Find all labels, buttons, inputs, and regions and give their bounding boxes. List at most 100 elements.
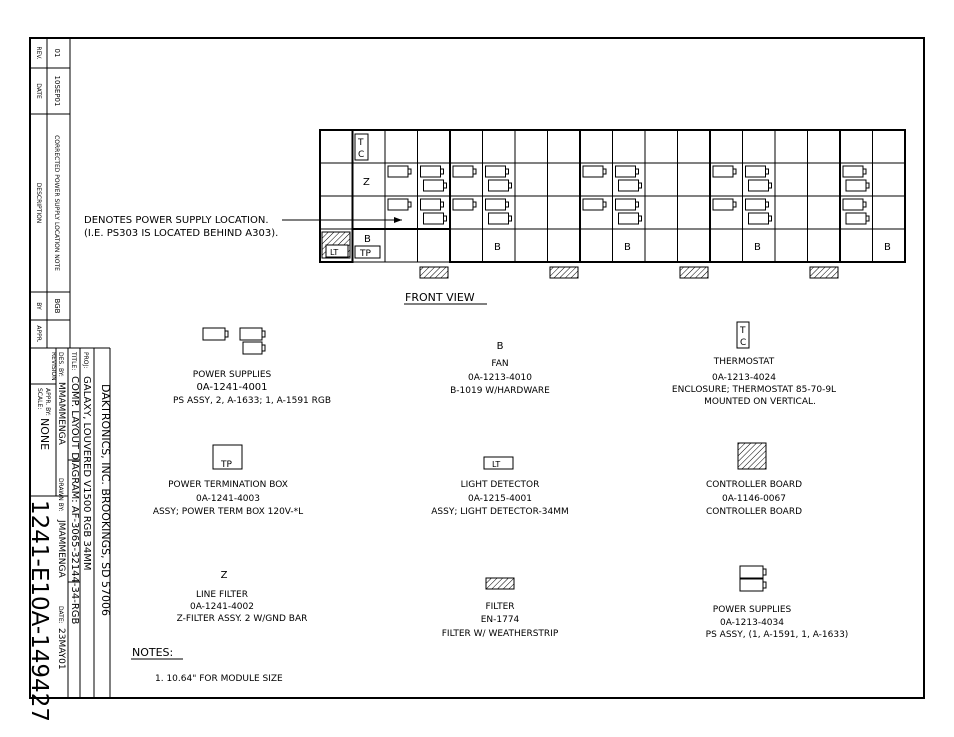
notes-header: NOTES: xyxy=(132,646,173,659)
ld-part: 0A-1215-4001 xyxy=(468,494,532,504)
ps-marker xyxy=(745,198,766,211)
ps-marker-tab xyxy=(865,215,870,222)
light-detector-small xyxy=(325,244,349,258)
cb-title: CONTROLLER BOARD xyxy=(706,480,802,490)
lf-title: LINE FILTER xyxy=(196,590,248,600)
ps-marker-tab xyxy=(505,201,509,208)
legend-fan: B FAN 0A-1213-4010 B-1019 W/HARDWARE xyxy=(450,341,550,396)
filter-3 xyxy=(679,266,709,279)
notes: NOTES: 1. 10.64" FOR MODULE SIZE xyxy=(131,646,283,684)
des-value: MMAMMENGA xyxy=(56,382,66,446)
ps-marker-tab xyxy=(602,168,607,175)
ps-marker-tab xyxy=(732,201,737,208)
lt-hatch-box: LT xyxy=(321,231,351,259)
rev-header: REV. xyxy=(35,46,42,59)
revision-block: REV. 01 DATE 10SEP01 DESCRIPTION CORRECT… xyxy=(30,38,110,349)
legend-power-supplies-1: POWER SUPPLIES 0A-1241-4001 PS ASSY, 2, … xyxy=(173,327,331,406)
ps-marker-tab xyxy=(638,215,642,222)
ptb-desc: ASSY; POWER TERM BOX 120V-*L xyxy=(153,507,303,517)
ps-marker xyxy=(488,179,509,192)
ps-marker xyxy=(452,165,474,178)
rev-value: 01 xyxy=(53,49,61,58)
date-label: DATE: xyxy=(57,606,64,624)
ps2-title: POWER SUPPLIES xyxy=(713,605,792,615)
ps-marker xyxy=(582,198,604,211)
tp-small-text: TP xyxy=(359,249,371,259)
ps-marker-tab xyxy=(440,168,444,175)
ps-marker-tab xyxy=(862,201,867,208)
ps-marker xyxy=(842,198,864,211)
date-value: 10SEP01 xyxy=(53,76,61,107)
thermostat-icon xyxy=(736,321,750,349)
ps-marker xyxy=(618,179,639,192)
ps-marker xyxy=(485,198,506,211)
fan-part: 0A-1213-4010 xyxy=(468,373,532,383)
ptb-title: POWER TERMINATION BOX xyxy=(168,480,288,490)
ps-marker xyxy=(387,165,409,178)
ps-marker-tab xyxy=(508,182,512,189)
callout-line2: (I.E. PS303 IS LOCATED BEHIND A303). xyxy=(84,228,278,239)
grid-module-outline xyxy=(839,129,906,263)
thermostat-icon-c: C xyxy=(740,338,746,348)
cb-part: 0A-1146-0067 xyxy=(722,494,786,504)
legend-thermostat: T C THERMOSTAT 0A-1213-4024 ENCLOSURE; T… xyxy=(672,321,836,407)
thermo-part: 0A-1213-4024 xyxy=(712,373,776,383)
tp-box-text: TP xyxy=(220,460,232,470)
title-value: COMP. LAYOUT DIAGRAM: AF-3065-32144-34-R… xyxy=(69,376,80,625)
date-header: DATE xyxy=(35,83,42,99)
ps-marker-tab xyxy=(440,201,444,208)
ps-marker-tab xyxy=(443,215,447,222)
thermo-desc: ENCLOSURE; THERMOSTAT 85-70-9L xyxy=(672,385,836,395)
legend-filter: FILTER EN-1774 FILTER W/ WEATHERSTRIP xyxy=(442,577,559,639)
thermo-title: THERMOSTAT xyxy=(713,357,775,367)
revision-label: REVISION xyxy=(50,352,57,381)
thermo-extra: MOUNTED ON VERTICAL. xyxy=(704,397,816,407)
scale-label: SCALE: xyxy=(36,388,43,409)
legend-line-filter: Z LINE FILTER 0A-1241-4002 Z-FILTER ASSY… xyxy=(177,570,308,624)
ps-marker xyxy=(452,198,474,211)
fan-b-2: B xyxy=(624,242,631,253)
tp-box-icon xyxy=(212,444,243,470)
ps-marker-tab xyxy=(472,168,477,175)
scale-value: NONE xyxy=(38,418,51,450)
controller-board-icon xyxy=(737,442,767,470)
grid-module-outline xyxy=(319,129,354,263)
by-header: BY xyxy=(35,302,42,310)
fan-b-3: B xyxy=(754,242,761,253)
legend: POWER SUPPLIES 0A-1241-4001 PS ASSY, 2, … xyxy=(153,321,848,640)
drawing-number: 1241-E10A-149427 xyxy=(26,500,52,722)
filter-desc: FILTER W/ WEATHERSTRIP xyxy=(442,629,559,639)
legend-light-detector: LT LIGHT DETECTOR 0A-1215-4001 ASSY; LIG… xyxy=(431,456,569,517)
fan-title: FAN xyxy=(491,359,508,369)
proj-label: PROJ: xyxy=(82,352,89,368)
ps-marker-tab xyxy=(472,201,477,208)
fan-b-4: B xyxy=(884,242,891,253)
ps-marker-tab xyxy=(638,182,642,189)
thermostat-icon-t: T xyxy=(739,326,746,336)
ps2-symbol-icon xyxy=(739,565,767,592)
ps-marker xyxy=(615,165,636,178)
appr-label: APPR. BY: xyxy=(44,388,51,416)
ps-marker-tab xyxy=(602,201,607,208)
company-name: DAKTRONICS, INC. BROOKINGS, SD 57006 xyxy=(99,384,112,616)
ps-marker xyxy=(423,179,444,192)
ps-marker xyxy=(488,212,509,225)
ps-marker-tab xyxy=(768,182,772,189)
ps-marker xyxy=(712,198,734,211)
legend-power-supplies-2: POWER SUPPLIES 0A-1213-4034 PS ASSY, (1,… xyxy=(706,565,848,640)
ps-marker xyxy=(748,212,769,225)
lt-icon xyxy=(483,456,514,470)
ps-marker xyxy=(712,165,734,178)
ps-marker-tab xyxy=(862,168,867,175)
ld-title: LIGHT DETECTOR xyxy=(461,480,540,490)
date-value-title: 23MAY01 xyxy=(56,628,66,670)
filter-1 xyxy=(419,266,449,279)
title-block: DAKTRONICS, INC. BROOKINGS, SD 57006 PRO… xyxy=(26,348,112,722)
front-view-label: FRONT VIEW xyxy=(405,291,475,304)
legend-controller-board: CONTROLLER BOARD 0A-1146-0067 CONTROLLER… xyxy=(706,442,802,517)
ptb-part: 0A-1241-4003 xyxy=(196,494,260,504)
fan-desc: B-1019 W/HARDWARE xyxy=(450,386,550,396)
filter-2 xyxy=(549,266,579,279)
ps-symbol-icon xyxy=(202,327,266,355)
title-label: TITLE: xyxy=(70,351,77,370)
